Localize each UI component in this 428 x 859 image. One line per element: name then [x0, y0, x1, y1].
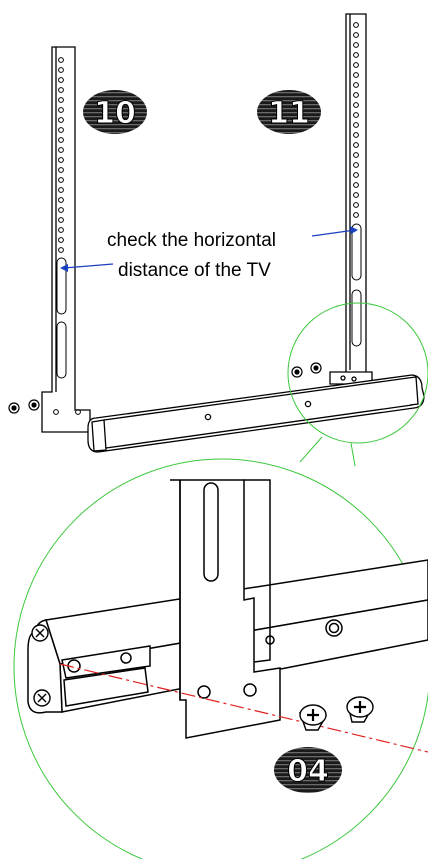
callout-arrowhead-left [60, 264, 68, 272]
right-screws [291, 362, 322, 378]
callout-leader-right [311, 229, 356, 237]
screws-04 [298, 696, 374, 731]
badge-04-label: 04 [287, 754, 329, 789]
callout-leader-left [63, 263, 114, 269]
center-line [59, 663, 428, 753]
detail-connector-right [350, 442, 356, 467]
callout-arrowhead-right [350, 226, 358, 234]
badge-11: 11 [257, 90, 321, 134]
badge-04: 04 [274, 747, 342, 793]
badge-11-label: 11 [268, 96, 310, 131]
left-screws [8, 399, 40, 414]
left-bracket [41, 46, 91, 433]
detail-end-cap-screws [31, 624, 51, 707]
horizontal-rail [87, 374, 425, 453]
callout-line-1: check the horizontal [107, 230, 276, 251]
detail-connector-left [299, 436, 323, 463]
horizontal-distance-callout: check the horizontal distance of the TV [60, 226, 358, 281]
detail-zoom-circle [13, 458, 428, 859]
badge-10: 10 [83, 90, 147, 134]
detail-bracket [170, 479, 281, 739]
detail-source-circle [287, 302, 428, 444]
callout-line-2: distance of the TV [118, 260, 271, 281]
badge-10-label: 10 [94, 96, 136, 131]
right-bracket [345, 13, 374, 386]
